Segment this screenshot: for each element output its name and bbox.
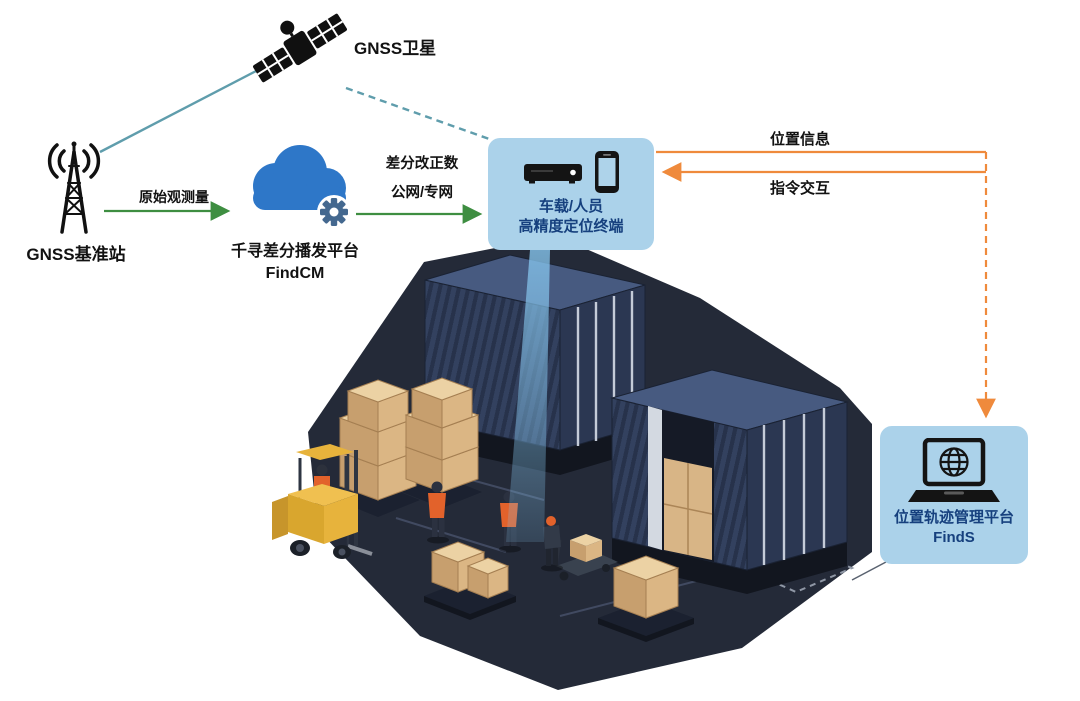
- pallet-stack-a: [336, 379, 420, 517]
- corrections-label: 差分改正数 公网/专网: [366, 150, 478, 208]
- container-door-panel: [648, 406, 662, 550]
- gear-icon: [317, 195, 351, 229]
- position-info-label: 位置信息: [769, 131, 830, 148]
- pallet-boxes-right: [598, 555, 694, 642]
- cloud-platform-label: 千寻差分播发平台 FindCM: [210, 241, 380, 285]
- platform-callout-tail: [851, 561, 887, 581]
- warehouse-scene: [272, 236, 872, 690]
- satellite-terminal-dashed-link: [345, 86, 493, 142]
- cloud-platform-label-line2: FindCM: [265, 265, 325, 282]
- command-interaction-label: 指令交互: [769, 180, 830, 197]
- gnss-satellite-icon: [248, 4, 352, 92]
- platform-label-line2: FindS: [933, 529, 975, 546]
- vehicle-device-icon: [523, 164, 582, 184]
- worker-pallet-jack: [541, 516, 563, 572]
- cloud-platform-icon: [236, 136, 360, 240]
- worker-near-stacks: [427, 481, 449, 544]
- cloud-platform-label-line1: 千寻差分播发平台: [230, 243, 359, 260]
- platform-label-line1: 位置轨迹管理平台: [893, 509, 1014, 526]
- pallet-boxes-center: [424, 541, 516, 620]
- terminal-label-line1: 车载/人员: [538, 198, 604, 215]
- laptop-globe-icon: [908, 438, 1000, 502]
- satellite-label: GNSS卫星: [354, 39, 437, 58]
- corrections-label-line1: 差分改正数: [385, 156, 459, 172]
- satellite-basestation-link: [99, 68, 259, 154]
- pallet-jack: [554, 534, 618, 581]
- forklift: [272, 444, 373, 559]
- terminal-node: 车载/人员 高精度定位终端: [488, 138, 654, 250]
- position-info-line: [656, 150, 996, 419]
- smartphone-icon: [594, 151, 619, 193]
- raw-observation-label: 原始观测量: [139, 189, 209, 205]
- pallet-stack-b: [402, 377, 482, 508]
- container-2: [610, 369, 849, 594]
- terminal-label-line2: 高精度定位终端: [518, 218, 624, 235]
- floor-dashed-zone: [753, 550, 855, 594]
- corrections-label-line2: 公网/专网: [390, 185, 454, 201]
- globe-icon: [939, 447, 969, 477]
- base-station-label: GNSS基准站: [26, 245, 126, 264]
- base-station-tower-icon: [28, 136, 120, 236]
- terminal-icons: [523, 147, 620, 197]
- management-platform-node: 位置轨迹管理平台 FindS: [880, 426, 1028, 564]
- positioning-beam: [506, 250, 550, 542]
